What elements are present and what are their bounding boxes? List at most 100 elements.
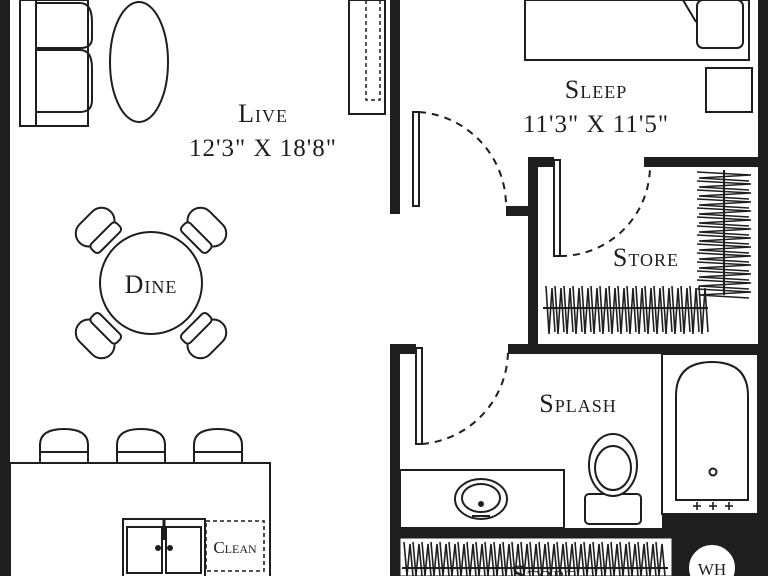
door-sleep xyxy=(412,111,508,207)
hanger-glyph xyxy=(696,243,752,254)
hanger-glyph xyxy=(475,541,486,576)
hanger-glyph xyxy=(637,541,648,576)
hanger-glyph xyxy=(655,541,666,576)
hanger-glyph xyxy=(671,285,682,335)
hanger-glyph xyxy=(696,270,752,281)
hanger-glyph xyxy=(563,285,574,335)
hanger-glyph xyxy=(554,285,565,335)
hanger-glyph xyxy=(608,285,619,335)
hanger-glyph xyxy=(696,234,752,245)
hanger-glyph xyxy=(599,285,610,335)
hanger-glyph xyxy=(484,541,495,576)
hanger-glyph xyxy=(565,541,576,576)
hanger-glyph xyxy=(583,541,594,576)
hanger-glyph xyxy=(529,541,540,576)
kitchen-sink xyxy=(122,518,206,576)
hanger-glyph xyxy=(412,541,423,576)
water-heater-label: WH xyxy=(698,560,726,576)
sofa xyxy=(19,0,93,127)
nightstand xyxy=(705,67,753,113)
hanger-glyph xyxy=(680,285,691,335)
hanger-glyph xyxy=(590,285,601,335)
hanger-glyph xyxy=(696,288,752,299)
hanger-glyph xyxy=(696,207,752,218)
hanger-glyph xyxy=(696,261,752,272)
dining-set: Dine xyxy=(74,206,228,360)
wall-bath-bottom xyxy=(390,528,768,538)
closet-hangers-horizontal xyxy=(543,285,709,335)
kitchen-island xyxy=(9,462,271,576)
tub-ledge xyxy=(662,514,758,534)
hanger-glyph xyxy=(538,541,549,576)
bathroom-sink xyxy=(454,478,508,520)
bathtub xyxy=(675,360,749,501)
hanger-glyph xyxy=(430,541,441,576)
vanity xyxy=(399,469,565,529)
hanger-glyph xyxy=(439,541,450,576)
hanger-glyph xyxy=(493,541,504,576)
bar-stools xyxy=(39,427,243,463)
live-dimensions: 12'3" X 18'8" xyxy=(189,135,337,162)
hanger-glyph xyxy=(653,285,664,335)
chair-seat xyxy=(89,221,123,255)
closet-hangers-vertical xyxy=(696,170,752,299)
hanger-glyph xyxy=(601,541,612,576)
hanger-glyph xyxy=(619,541,630,576)
wall-live-sleep xyxy=(390,0,400,214)
hanger-glyph xyxy=(698,285,709,335)
hanger-glyph xyxy=(662,285,673,335)
chair-seat xyxy=(179,311,213,345)
clean-label: Clean xyxy=(213,538,257,557)
hanger-glyph xyxy=(581,285,592,335)
hanger-glyph xyxy=(644,285,655,335)
water-heater xyxy=(687,543,737,576)
hanger-glyph xyxy=(689,285,700,335)
toilet xyxy=(584,433,642,525)
hanger-glyph xyxy=(696,279,752,290)
hanger-glyph xyxy=(421,541,432,576)
hanger-glyph xyxy=(610,541,621,576)
door-bath xyxy=(415,347,510,445)
wall-closet-top-a xyxy=(528,157,554,167)
hanger-glyph xyxy=(626,285,637,335)
hanger-glyph xyxy=(511,541,522,576)
dishwasher xyxy=(205,520,265,572)
storage-hangers xyxy=(402,541,668,576)
wall-closet-left xyxy=(528,157,538,347)
hanger-glyph xyxy=(556,541,567,576)
tub-faucet xyxy=(693,502,733,510)
bottom-store-label: Store xyxy=(512,560,578,576)
tub-drain xyxy=(708,467,718,477)
hanger-glyph xyxy=(592,541,603,576)
hanger-glyph xyxy=(696,180,752,191)
hanger-glyph xyxy=(628,541,639,576)
hanger-glyph xyxy=(696,225,752,236)
hanger-glyph xyxy=(696,252,752,263)
hanger-glyph xyxy=(545,285,556,335)
live-label: Live xyxy=(238,99,288,128)
dining-table xyxy=(99,231,203,335)
hanger-glyph xyxy=(696,216,752,227)
hanger-glyph xyxy=(635,285,646,335)
hanger-glyph xyxy=(466,541,477,576)
hanger-glyph xyxy=(547,541,558,576)
closet-store-label: Store xyxy=(613,243,679,272)
hanger-glyph xyxy=(572,285,583,335)
hanger-glyph xyxy=(696,189,752,200)
coffee-table xyxy=(109,1,169,123)
bed xyxy=(524,0,750,61)
hanger-glyph xyxy=(574,541,585,576)
door-closet xyxy=(553,159,651,257)
hanger-glyph xyxy=(448,541,459,576)
hanger-glyph xyxy=(502,541,513,576)
wall-bath-top-a xyxy=(390,344,416,354)
wall-unit xyxy=(348,0,386,115)
hanger-glyph xyxy=(696,171,752,182)
hanger-glyph xyxy=(457,541,468,576)
wall-right-exterior xyxy=(758,0,768,576)
wall-bath-left xyxy=(390,344,400,576)
sleep-label: Sleep xyxy=(565,75,627,104)
sleep-dimensions: 11'3" X 11'5" xyxy=(523,111,669,138)
wall-bath-top-b xyxy=(508,344,768,354)
